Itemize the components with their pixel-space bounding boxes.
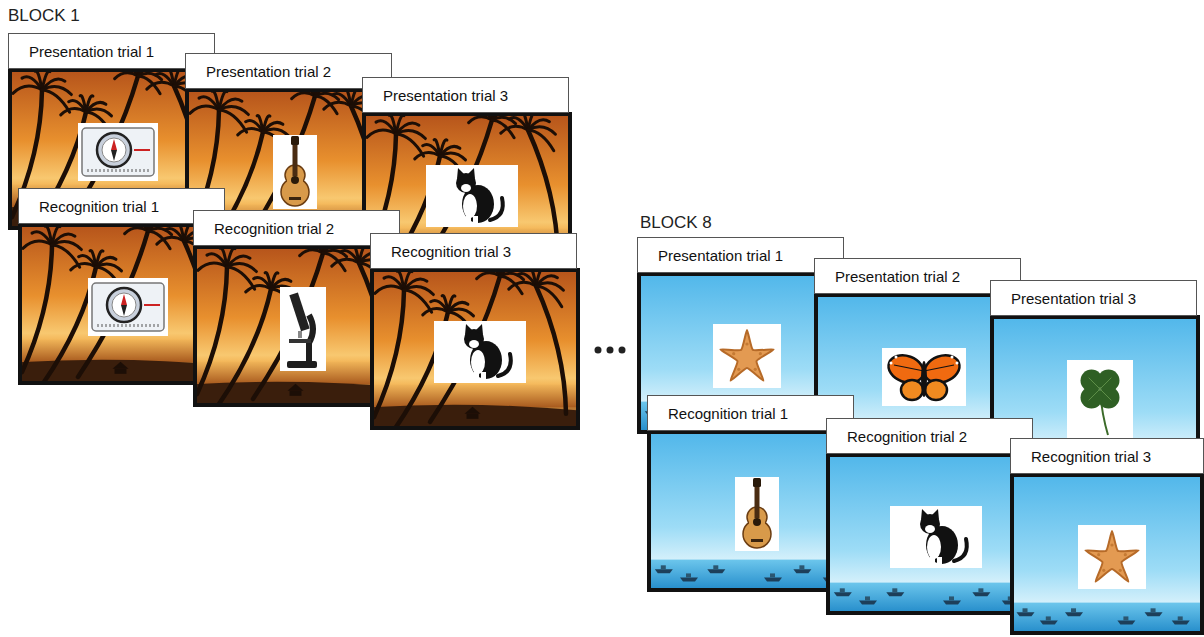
trial-frame: Recognition trial 3 bbox=[370, 233, 580, 431]
trial-tab: Presentation trial 2 bbox=[185, 53, 392, 89]
block-label: BLOCK 1 bbox=[8, 6, 80, 26]
trial-label: Presentation trial 2 bbox=[835, 268, 960, 285]
trial-label: Presentation trial 1 bbox=[29, 43, 154, 60]
trial-label: Recognition trial 1 bbox=[668, 405, 788, 422]
scene-picture bbox=[647, 430, 857, 592]
dot bbox=[607, 347, 614, 354]
trial-tab: Presentation trial 3 bbox=[990, 280, 1197, 316]
dot bbox=[595, 347, 602, 354]
clover-picture bbox=[1067, 360, 1133, 438]
boats bbox=[655, 565, 841, 581]
trial-label: Presentation trial 3 bbox=[383, 87, 508, 104]
palm-silhouettes bbox=[197, 245, 389, 407]
cat-picture bbox=[890, 506, 982, 568]
trial-tab: Presentation trial 1 bbox=[637, 237, 844, 273]
butterfly-picture bbox=[882, 348, 966, 406]
trial-label: Presentation trial 2 bbox=[206, 63, 331, 80]
trial-label: Recognition trial 2 bbox=[847, 428, 967, 445]
cat-picture bbox=[434, 321, 526, 383]
compass-picture bbox=[78, 123, 158, 181]
guitar-picture bbox=[273, 135, 317, 209]
ellipsis-dots bbox=[595, 347, 626, 354]
trial-label: Recognition trial 2 bbox=[214, 220, 334, 237]
trial-tab: Recognition trial 3 bbox=[370, 233, 577, 269]
trial-frame: Recognition trial 3 bbox=[1010, 438, 1204, 636]
trial-tab: Recognition trial 2 bbox=[193, 210, 400, 246]
trial-label: Recognition trial 3 bbox=[1031, 448, 1151, 465]
block-label: BLOCK 8 bbox=[640, 213, 712, 233]
trial-tab: Recognition trial 1 bbox=[647, 395, 854, 431]
trial-frame: Recognition trial 2 bbox=[826, 418, 1036, 616]
starfish-picture bbox=[713, 324, 781, 388]
trial-tab: Presentation trial 3 bbox=[362, 77, 569, 113]
trial-label: Presentation trial 3 bbox=[1011, 290, 1136, 307]
boats bbox=[834, 588, 1020, 604]
guitar-picture bbox=[735, 477, 779, 551]
trial-tab: Recognition trial 2 bbox=[826, 418, 1033, 454]
scene-picture bbox=[1010, 473, 1204, 635]
scene-picture bbox=[370, 268, 580, 430]
compass-picture bbox=[88, 278, 168, 336]
trial-tab: Recognition trial 3 bbox=[1010, 438, 1204, 474]
boats bbox=[1017, 608, 1190, 624]
trial-tab: Presentation trial 1 bbox=[8, 33, 215, 69]
cat-picture bbox=[426, 165, 518, 227]
trial-label: Recognition trial 1 bbox=[39, 198, 159, 215]
dot bbox=[619, 347, 626, 354]
trial-label: Recognition trial 3 bbox=[391, 243, 511, 260]
microscope-picture bbox=[280, 287, 326, 371]
trial-label: Presentation trial 1 bbox=[658, 247, 783, 264]
palm-silhouettes bbox=[22, 223, 214, 385]
scene-picture bbox=[826, 453, 1036, 615]
starfish-picture bbox=[1078, 525, 1146, 589]
palm-silhouettes bbox=[374, 268, 566, 430]
